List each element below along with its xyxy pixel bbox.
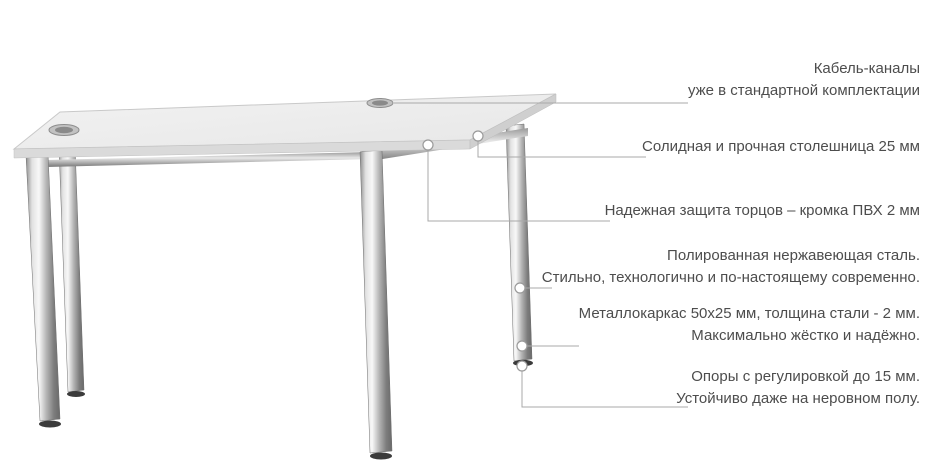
callout-metal-frame: Металлокаркас 50х25 мм, толщина стали - … [579, 303, 920, 347]
callout-pvc-edge: Надежная защита торцов – кромка ПВХ 2 мм [605, 200, 920, 222]
callout-text-line: Стильно, технологично и по-настоящему со… [541, 269, 920, 286]
desk-back-legs [57, 117, 533, 397]
adjustable-foot [39, 420, 61, 428]
callout-text-line: Кабель-каналы [813, 60, 920, 77]
callout-text-line: Опоры с регулировкой до 15 мм. [691, 368, 920, 385]
callout-text-line: уже в стандартной комплектации [687, 82, 920, 99]
callout-stainless-steel: Полированная нержавеющая сталь. Стильно,… [542, 245, 920, 289]
callout-markers [422, 130, 528, 372]
desk-tabletop [12, 93, 557, 159]
callout-text-line: Солидная и прочная столешница 25 мм [642, 138, 920, 155]
callout-text-line: Металлокаркас 50х25 мм, толщина стали - … [578, 305, 920, 322]
callout-text-line: Надежная защита торцов – кромка ПВХ 2 мм [604, 202, 920, 219]
desk-front-legs [25, 149, 393, 460]
callout-lines [394, 102, 688, 408]
callout-text-line: Полированная нержавеющая сталь. [667, 247, 920, 264]
cable-grommet-icon [48, 98, 394, 136]
adjustable-foot [370, 452, 392, 460]
callout-adjustable-feet: Опоры с регулировкой до 15 мм. Устойчиво… [676, 366, 920, 410]
callout-tabletop: Солидная и прочная столешница 25 мм [642, 136, 920, 158]
callout-cable-channels: Кабель-каналы уже в стандартной комплект… [688, 58, 920, 102]
callout-text-line: Устойчиво даже на неровном полу. [676, 390, 920, 407]
callout-text-line: Максимально жёстко и надёжно. [691, 327, 920, 344]
adjustable-foot [67, 391, 85, 397]
